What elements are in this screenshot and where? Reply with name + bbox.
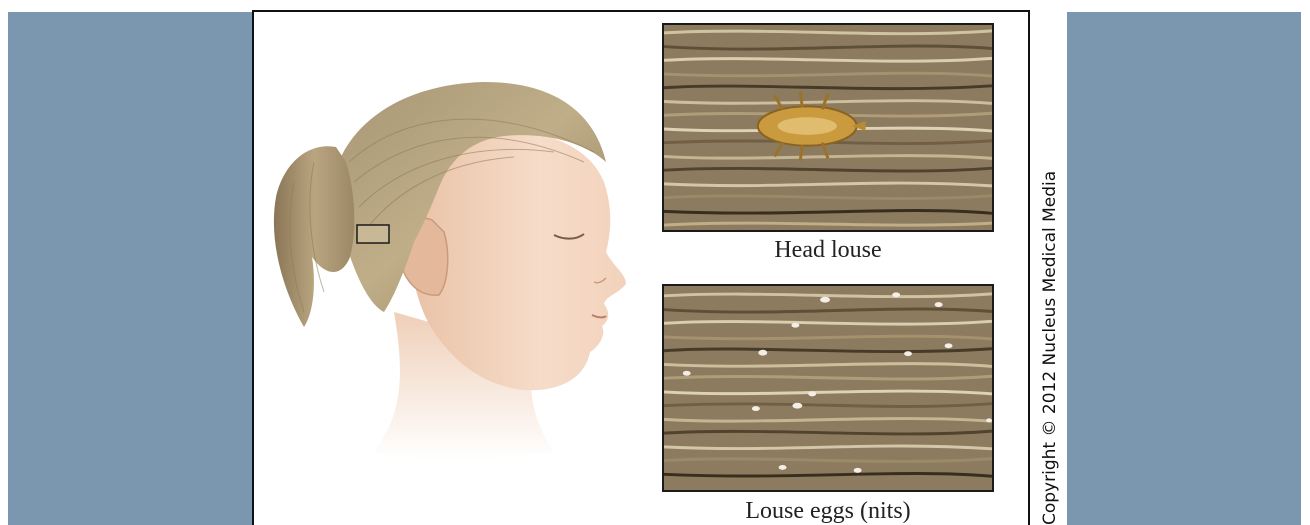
medical-figure: Head louse xyxy=(252,10,1030,525)
louse-eggs-caption: Louse eggs (nits) xyxy=(662,499,994,523)
louse-eggs-panel xyxy=(662,284,994,492)
head-louse-image xyxy=(664,25,992,230)
copyright-notice: Copyright © 2012 Nucleus Medical Media xyxy=(1040,105,1060,525)
right-side-panel xyxy=(1067,12,1301,525)
girl-profile-illustration xyxy=(254,12,654,525)
louse-eggs-image xyxy=(664,286,992,490)
zoom-highlight-box xyxy=(357,225,389,243)
ponytail-shape xyxy=(274,146,354,327)
left-side-panel xyxy=(8,12,252,525)
head-louse-panel xyxy=(662,23,994,232)
head-louse-caption: Head louse xyxy=(662,238,994,262)
